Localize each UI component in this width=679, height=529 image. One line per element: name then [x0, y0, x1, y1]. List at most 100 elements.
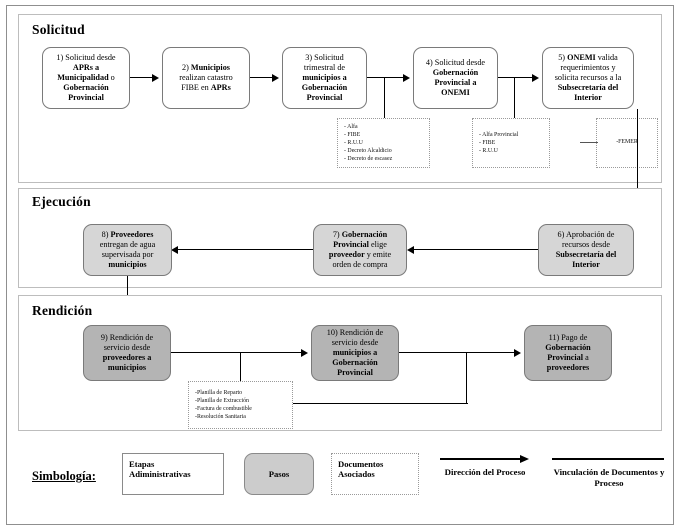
arrow-7-to-8-line — [178, 249, 313, 251]
step-3-bold1: municipios a — [302, 73, 347, 82]
doc-d-link-vertical — [240, 352, 242, 388]
step-2-bold1: Municipios — [190, 63, 230, 72]
legend-swatch-etapas: Etapas Adiministrativas — [122, 453, 224, 495]
step-6-bold1: Subsecretaría del — [555, 250, 617, 259]
arrow-6-to-7-head — [407, 245, 414, 254]
step-4-bold1: Gobernación — [432, 68, 479, 77]
step-node-4[interactable]: 4) Solicitud desde Gobernación Provincia… — [413, 47, 498, 109]
step-5-line2: requerimientos y — [560, 63, 616, 72]
step-8-num: 8) — [101, 230, 109, 239]
step-1-line3: Municipalidad — [57, 73, 109, 82]
step-3-bold2: Gobernación — [301, 83, 348, 92]
doc-a-item-5: - Decreto de escasez — [344, 155, 393, 162]
step-node-5[interactable]: 5) ONEMI valida requerimientos y solicit… — [542, 47, 634, 109]
step-node-9[interactable]: 9) Rendición de servicio desde proveedor… — [83, 325, 171, 381]
step-7-line3: orden de compra — [332, 260, 388, 269]
step-8-line1: entregan de agua — [99, 240, 156, 249]
doc-d-link-right-horizontal — [288, 403, 468, 405]
step-6-line2: recursos desde — [562, 240, 610, 249]
step-7-bold2: Provincial — [333, 240, 369, 249]
step-10-num: 10) — [326, 328, 338, 337]
step-node-2[interactable]: 2) Municipios realizan catastro FIBE en … — [162, 47, 250, 109]
step-10-bold1: municipios a — [332, 348, 378, 357]
step-3-bold3: Provincial — [306, 93, 343, 102]
step-11-num: 11) — [548, 333, 560, 342]
step-7-num: 7) — [332, 230, 340, 239]
step-10-line1: Rendición de — [339, 328, 384, 337]
step-7-line1: elige — [370, 240, 387, 249]
doc-a-item-3: - R.U.U — [344, 139, 363, 146]
legend-swatch-documentos: Documentos Asociados — [331, 453, 419, 495]
step-node-7[interactable]: 7) Gobernación Provincial elige proveedo… — [313, 224, 407, 276]
arrow-1-to-2-head — [152, 73, 159, 82]
arrow-6-to-7-line — [414, 249, 538, 251]
doc-d-item-1: -Planilla de Reparto — [195, 390, 243, 396]
step-1-num: 1) — [56, 53, 64, 62]
step-10-bold2: Gobernación — [332, 358, 378, 367]
step-4-line1: Solicitud desde — [434, 58, 486, 67]
step-10-line2: servicio desde — [331, 338, 379, 347]
arrow-3-to-4-head — [403, 73, 410, 82]
arrow-2-to-3-head — [272, 73, 279, 82]
document-box-femer: -FEMER — [596, 118, 658, 168]
doc-b-link-vertical — [514, 77, 516, 121]
legend: Simbología: Etapas Adiministrativas Paso… — [18, 445, 664, 513]
step-11-bold3: proveedores — [546, 363, 590, 372]
doc-a-item-4: - Decreto Alcaldicio — [344, 147, 392, 154]
step-7-bold1: Gobernación — [341, 230, 388, 239]
doc-d-link-right-vertical — [466, 352, 468, 404]
arrow-4-to-5-head — [532, 73, 539, 82]
step-node-11[interactable]: 11) Pago de Gobernación Provincial a pro… — [524, 325, 612, 381]
step-3-num: 3) — [305, 53, 313, 62]
legend-documentos-label: Documentos Asociados — [338, 459, 384, 480]
arrow-10-to-11-line — [399, 352, 516, 354]
step-node-10[interactable]: 10) Rendición de servicio desde municipi… — [311, 325, 399, 381]
doc-b-item-1: - Alfa Provincial — [479, 132, 519, 138]
arrow-4-to-5-line — [498, 77, 534, 79]
step-1-line5: Provincial — [68, 93, 104, 102]
step-5-num: 5) — [558, 53, 566, 62]
doc-c-link-tick — [580, 142, 598, 144]
doc-b-item-3: - R.U.U — [479, 147, 498, 154]
step-2-line3: FIBE en — [181, 83, 209, 92]
doc-c-item-1: -FEMER — [616, 139, 638, 146]
legend-direccion-label: Dirección del Proceso — [444, 467, 526, 477]
step-9-line1: Rendición de — [109, 333, 154, 342]
step-5-bold3: Interior — [574, 93, 602, 102]
step-3-line2: trimestral de — [303, 63, 346, 72]
legend-arrow-icon — [440, 455, 536, 463]
step-11-bold1: Gobernación — [545, 343, 591, 352]
step-2-bold2: APRs — [210, 83, 231, 92]
step-9-bold2: municipios — [107, 363, 147, 372]
step-9-bold1: proveedores a — [102, 353, 152, 362]
step-11-line2: a — [585, 353, 589, 362]
doc-a-item-1: - Alfa — [344, 124, 358, 130]
legend-title: Simbología: — [32, 469, 96, 483]
step-node-1[interactable]: 1) Solicitud desde APRs a Municipalidad … — [42, 47, 130, 109]
step-6-num: 6) — [557, 230, 565, 239]
step-4-bold2: Provincial a — [434, 78, 477, 87]
step-7-line2: y emite — [366, 250, 392, 259]
doc-b-item-2: - FIBE — [479, 139, 496, 146]
step-5-line1: valida — [597, 53, 618, 62]
doc-a-link-vertical — [384, 77, 386, 121]
step-node-3[interactable]: 3) Solicitud trimestral de municipios a … — [282, 47, 367, 109]
step-1-line3b: o — [110, 73, 115, 82]
step-9-line2: servicio desde — [103, 343, 151, 352]
doc-d-item-2: -Planilla de Extracción — [195, 397, 249, 404]
step-node-6[interactable]: 6) Aprobación de recursos desde Subsecre… — [538, 224, 634, 276]
step-5-bold1: ONEMI — [567, 53, 596, 62]
step-1-line4: Gobernación — [63, 83, 109, 92]
step-11-bold2: Provincial — [547, 353, 584, 362]
arrow-9-to-10-head — [301, 348, 308, 357]
step-node-8[interactable]: 8) Proveedores entregan de agua supervis… — [83, 224, 172, 276]
legend-vinculacion-label: Vinculación de Documentos y Proceso — [553, 467, 665, 488]
step-4-bold3: ONEMI — [441, 88, 470, 97]
step-8-bold1: Proveedores — [110, 230, 154, 239]
step-6-line1: Aprobación de — [565, 230, 615, 239]
section-title-solicitud: Solicitud — [32, 22, 85, 37]
step-7-bold3: proveedor — [328, 250, 365, 259]
step-2-line2: realizan catastro — [179, 73, 233, 82]
legend-swatch-pasos: Pasos — [244, 453, 314, 495]
doc-a-item-2: - FIBE — [344, 131, 361, 138]
